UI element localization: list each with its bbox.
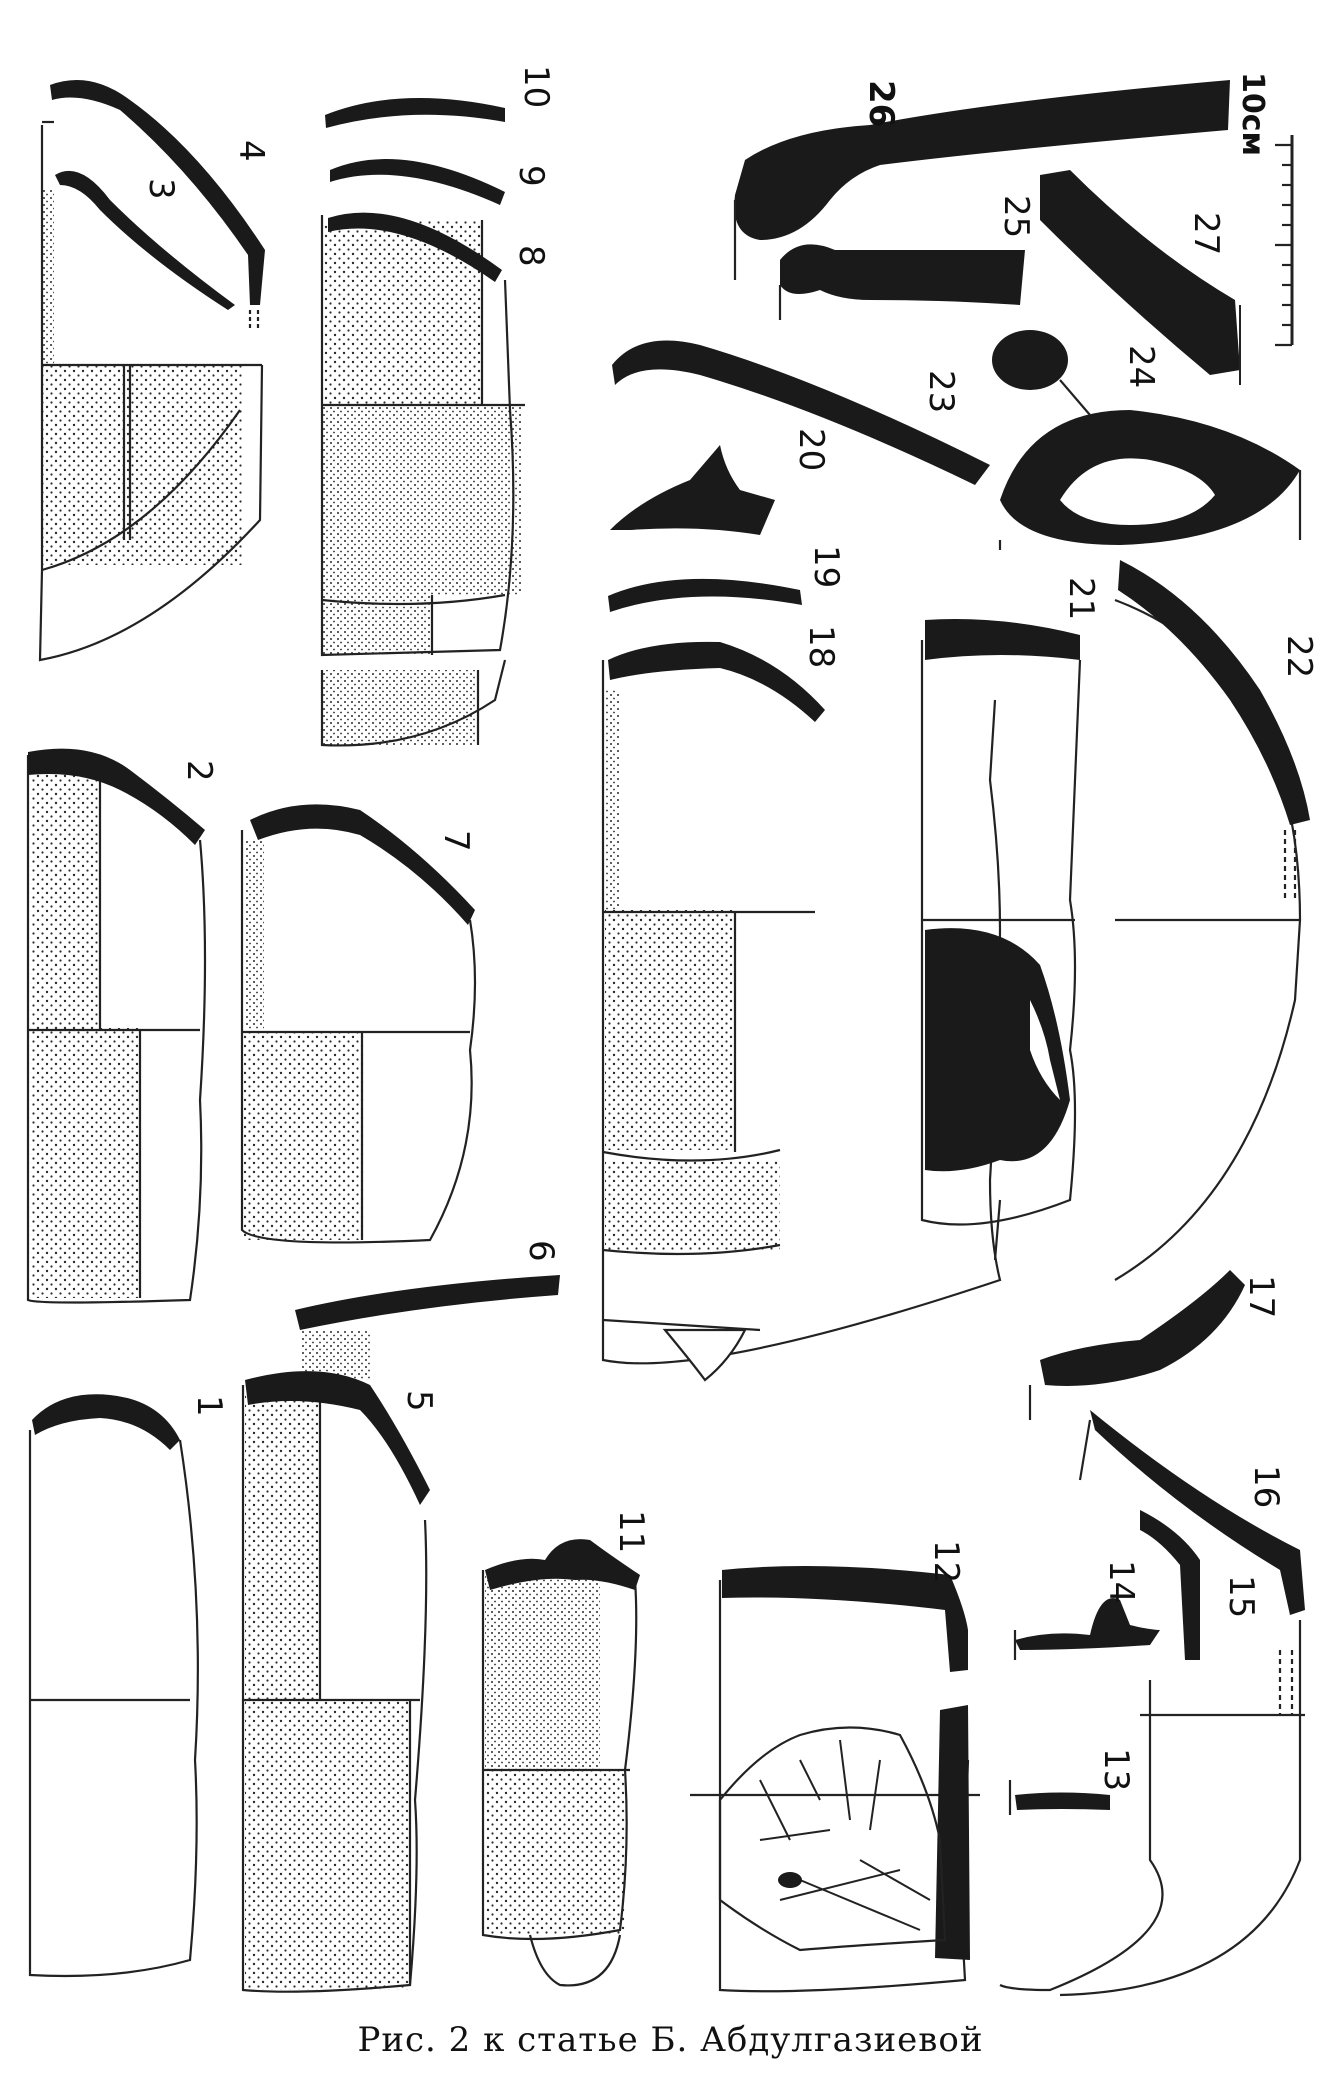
label-4: 4 bbox=[231, 140, 271, 162]
scale-bar bbox=[1275, 135, 1294, 347]
profile-25 bbox=[780, 244, 1025, 305]
label-13: 13 bbox=[1096, 1748, 1136, 1791]
profile-15 bbox=[1140, 1510, 1200, 1660]
label-5: 5 bbox=[399, 1390, 439, 1412]
profile-8 bbox=[328, 212, 502, 282]
figure-caption: Рис. 2 к статье Б. Абдулгазиевой bbox=[357, 2020, 984, 2060]
vessel-25-26-27 bbox=[733, 80, 1294, 385]
label-2: 2 bbox=[179, 760, 219, 782]
label-24: 24 bbox=[1121, 345, 1161, 388]
vessel-2 bbox=[26, 748, 207, 1304]
vessel-18-19-20 bbox=[601, 445, 1002, 1382]
label-9: 9 bbox=[511, 165, 551, 187]
vessel-5-6 bbox=[241, 1275, 560, 1993]
profile-17 bbox=[1040, 1270, 1245, 1386]
label-12: 12 bbox=[926, 1540, 966, 1583]
profile-26 bbox=[734, 80, 1230, 240]
profile-10 bbox=[325, 98, 505, 128]
vessel-11 bbox=[481, 1539, 640, 1987]
label-26: 26 bbox=[861, 80, 901, 127]
profile-16 bbox=[1090, 1410, 1305, 1615]
label-10: 10 bbox=[516, 65, 556, 108]
profile-20 bbox=[610, 445, 775, 535]
profile-18 bbox=[608, 641, 825, 722]
vessel-1 bbox=[28, 1394, 199, 1978]
scale-label: 10см bbox=[1235, 72, 1270, 156]
vessel-8-9-10 bbox=[320, 98, 525, 747]
label-20: 20 bbox=[791, 428, 831, 471]
label-19: 19 bbox=[806, 545, 846, 588]
profile-13 bbox=[1015, 1792, 1110, 1810]
label-14: 14 bbox=[1101, 1560, 1141, 1603]
profile-14 bbox=[1015, 1598, 1160, 1650]
profile-19 bbox=[608, 578, 802, 612]
ring-fragment-23-24 bbox=[612, 330, 1302, 550]
profile-22 bbox=[1118, 560, 1310, 825]
label-22: 22 bbox=[1279, 635, 1319, 678]
label-21: 21 bbox=[1061, 577, 1101, 620]
vessel-21 bbox=[920, 619, 1082, 1226]
label-27: 27 bbox=[1186, 212, 1226, 255]
label-15: 15 bbox=[1221, 1575, 1261, 1618]
profile-6 bbox=[295, 1275, 560, 1330]
label-18: 18 bbox=[801, 625, 841, 668]
profile-7 bbox=[250, 804, 475, 925]
profile-23 bbox=[612, 340, 990, 485]
profile-1 bbox=[32, 1394, 180, 1450]
profile-24-small bbox=[992, 330, 1068, 390]
label-7: 7 bbox=[436, 830, 476, 852]
vessel-7 bbox=[240, 804, 477, 1244]
label-25: 25 bbox=[996, 195, 1036, 238]
section-21-dark bbox=[925, 928, 1070, 1172]
vessel-13-17 bbox=[999, 1270, 1305, 1997]
label-6: 6 bbox=[521, 1240, 561, 1262]
profile-2 bbox=[28, 748, 205, 845]
label-3: 3 bbox=[141, 178, 181, 200]
section-12-dark bbox=[935, 1705, 970, 1960]
profile-12 bbox=[722, 1566, 968, 1672]
vessel-12 bbox=[690, 1566, 980, 1993]
profile-11 bbox=[485, 1539, 640, 1590]
profile-4 bbox=[50, 80, 265, 305]
profile-3 bbox=[55, 170, 235, 310]
vessel-22 bbox=[993, 560, 1310, 1281]
label-16: 16 bbox=[1246, 1465, 1286, 1508]
label-11: 11 bbox=[611, 1510, 651, 1553]
label-8: 8 bbox=[511, 245, 551, 267]
fragment-labels: 1 2 3 4 5 6 7 8 9 10 11 12 13 14 15 16 1… bbox=[141, 65, 1319, 1791]
profile-5 bbox=[245, 1371, 430, 1505]
label-17: 17 bbox=[1241, 1275, 1281, 1318]
label-1: 1 bbox=[189, 1395, 229, 1417]
vessel-3-4 bbox=[38, 80, 265, 662]
profile-27 bbox=[1040, 170, 1240, 375]
label-23: 23 bbox=[921, 370, 961, 413]
profile-9 bbox=[330, 159, 505, 205]
profile-21 bbox=[925, 619, 1080, 660]
